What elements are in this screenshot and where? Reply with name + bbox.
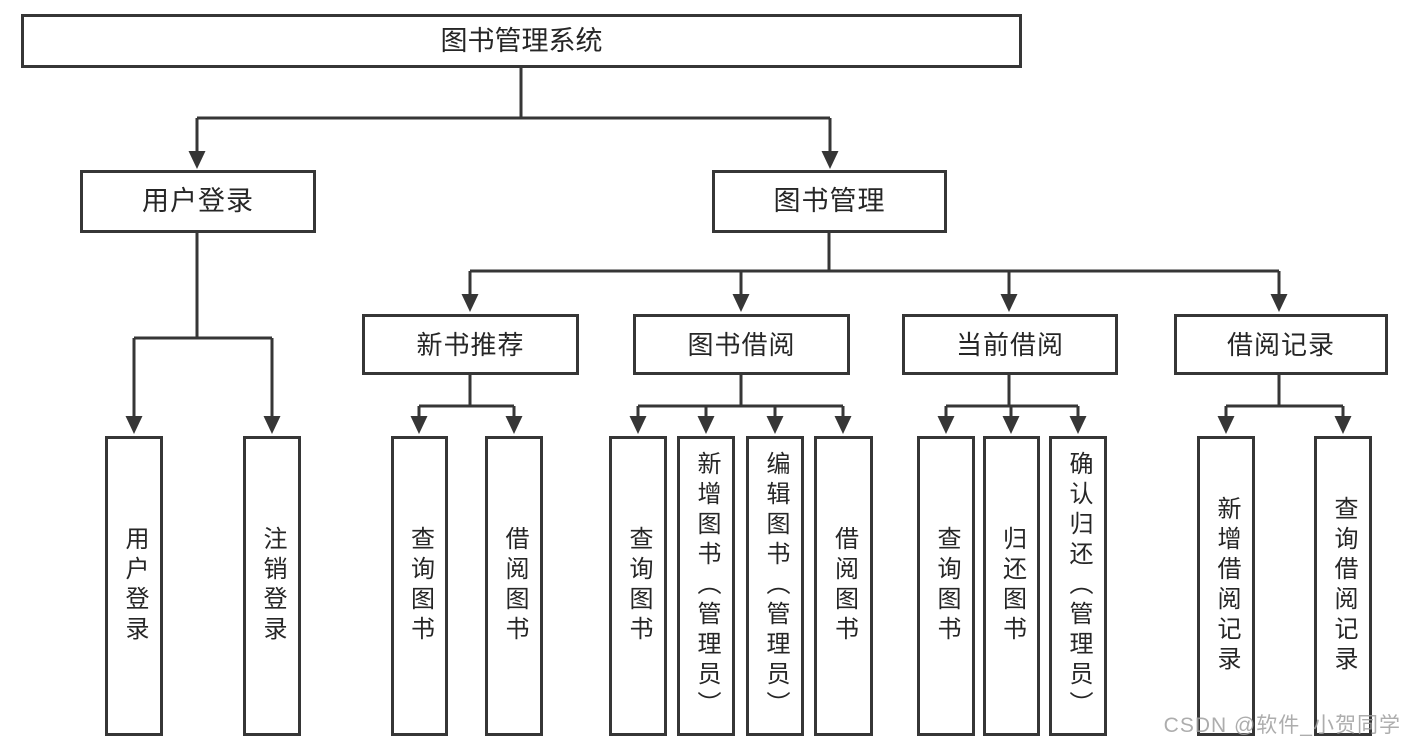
leaf-borrow-add-books-admin: 新增图书（管理员） xyxy=(677,436,735,736)
node-user-login-branch: 用户登录 xyxy=(80,170,316,233)
leaf-borrow-borrow-books: 借阅图书 xyxy=(814,436,873,736)
node-new-book-recommend: 新书推荐 xyxy=(362,314,579,375)
node-current-borrow: 当前借阅 xyxy=(902,314,1118,375)
csdn-watermark: CSDN @软件_小贺同学 xyxy=(1163,714,1401,737)
leaf-current-query-books: 查询图书 xyxy=(917,436,975,736)
leaf-records-query-borrow-record: 查询借阅记录 xyxy=(1314,436,1372,736)
leaf-current-return-books: 归还图书 xyxy=(983,436,1040,736)
leaf-borrow-edit-books-admin: 编辑图书（管理员） xyxy=(746,436,804,736)
leaf-records-add-borrow-record: 新增借阅记录 xyxy=(1197,436,1255,736)
leaf-current-confirm-return-admin: 确认归还（管理员） xyxy=(1049,436,1107,736)
leaf-logout: 注销登录 xyxy=(243,436,301,736)
leaf-newbook-borrow-books: 借阅图书 xyxy=(485,436,543,736)
leaf-user-login: 用户登录 xyxy=(105,436,163,736)
node-borrow-records: 借阅记录 xyxy=(1174,314,1388,375)
node-root: 图书管理系统 xyxy=(21,14,1022,68)
leaf-newbook-query-books: 查询图书 xyxy=(391,436,448,736)
node-book-management-branch: 图书管理 xyxy=(712,170,947,233)
leaf-borrow-query-books: 查询图书 xyxy=(609,436,667,736)
node-book-borrow: 图书借阅 xyxy=(633,314,850,375)
